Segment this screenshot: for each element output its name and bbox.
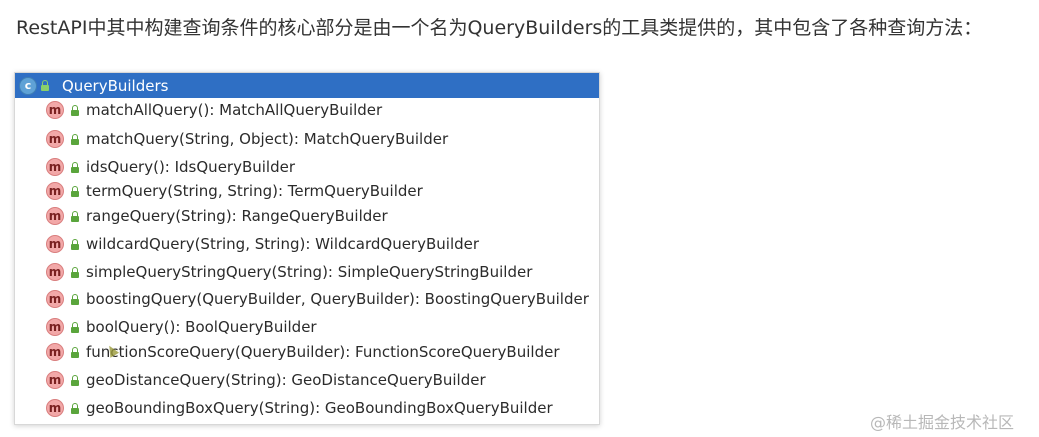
method-icon: m (46, 207, 64, 225)
method-item[interactable]: m wildcardQuery(String, String): Wildcard… (15, 233, 479, 255)
method-signature: idsQuery(): IdsQueryBuilder (86, 158, 296, 176)
method-icon: m (46, 371, 64, 389)
intro-text: RestAPI中其中构建查询条件的核心部分是由一个名为QueryBuilders… (16, 17, 983, 39)
method-item[interactable]: m matchAllQuery(): MatchAllQueryBuilder (15, 99, 382, 121)
method-signature: wildcardQuery(String, String): WildcardQ… (86, 235, 480, 253)
method-item[interactable]: m termQuery(String, String): TermQueryBui… (15, 180, 423, 202)
public-lock-icon (70, 161, 80, 173)
method-item[interactable]: m simpleQueryStringQuery(String): SimpleQ… (15, 261, 532, 283)
method-signature: termQuery(String, String): TermQueryBuil… (86, 182, 423, 200)
class-name: QueryBuilders (62, 76, 169, 95)
public-lock-icon (70, 238, 80, 250)
method-signature: boostingQuery(QueryBuilder, QueryBuilder… (86, 290, 589, 308)
class-icon: c (19, 76, 37, 95)
public-lock-icon (70, 346, 80, 358)
method-signature: geoDistanceQuery(String): GeoDistanceQue… (86, 371, 486, 389)
method-icon: m (46, 182, 64, 200)
public-lock-icon (70, 374, 80, 386)
method-signature: geoBoundingBoxQuery(String): GeoBounding… (86, 399, 553, 417)
public-lock-icon (70, 293, 80, 305)
method-icon: m (46, 399, 64, 417)
method-signature: simpleQueryStringQuery(String): SimpleQu… (86, 263, 533, 281)
method-item[interactable]: m functionScoreQuery(QueryBuilder): Funct… (15, 341, 559, 363)
public-lock-icon (70, 210, 80, 222)
public-lock-icon (70, 185, 80, 197)
method-item[interactable]: m geoDistanceQuery(String): GeoDistanceQu… (15, 369, 486, 391)
public-lock-icon (70, 133, 80, 145)
method-signature: rangeQuery(String): RangeQueryBuilder (86, 207, 388, 225)
method-signature: matchAllQuery(): MatchAllQueryBuilder (86, 101, 383, 119)
method-signature: functionScoreQuery(QueryBuilder): Functi… (86, 343, 560, 361)
method-signature: matchQuery(String, Object): MatchQueryBu… (86, 130, 449, 148)
method-icon: m (46, 130, 64, 148)
method-icon: m (46, 158, 64, 176)
public-lock-icon (70, 104, 80, 116)
public-lock-icon (40, 80, 50, 91)
method-item[interactable]: m matchQuery(String, Object): MatchQueryB… (15, 128, 448, 150)
method-icon: m (46, 318, 64, 336)
watermark: @稀土掘金技术社区 (870, 413, 1015, 432)
method-item[interactable]: m idsQuery(): IdsQueryBuilder (15, 156, 295, 178)
method-icon: m (46, 101, 64, 119)
public-lock-icon (70, 266, 80, 278)
method-icon: m (46, 235, 64, 253)
public-lock-icon (70, 402, 80, 414)
public-lock-icon (70, 321, 80, 333)
completion-popup: c QueryBuilders m matchAllQuery(): MatchA… (14, 72, 600, 425)
method-item[interactable]: m rangeQuery(String): RangeQueryBuilder (15, 205, 388, 227)
class-header[interactable]: c QueryBuilders (15, 73, 599, 98)
method-icon: m (46, 263, 64, 281)
method-item[interactable]: m boolQuery(): BoolQueryBuilder (15, 316, 317, 338)
method-item[interactable]: m geoBoundingBoxQuery(String): GeoBoundin… (15, 397, 553, 419)
method-signature: boolQuery(): BoolQueryBuilder (86, 318, 317, 336)
method-item[interactable]: m boostingQuery(QueryBuilder, QueryBuilde… (15, 288, 589, 310)
method-icon: m (46, 343, 64, 361)
method-icon: m (46, 290, 64, 308)
